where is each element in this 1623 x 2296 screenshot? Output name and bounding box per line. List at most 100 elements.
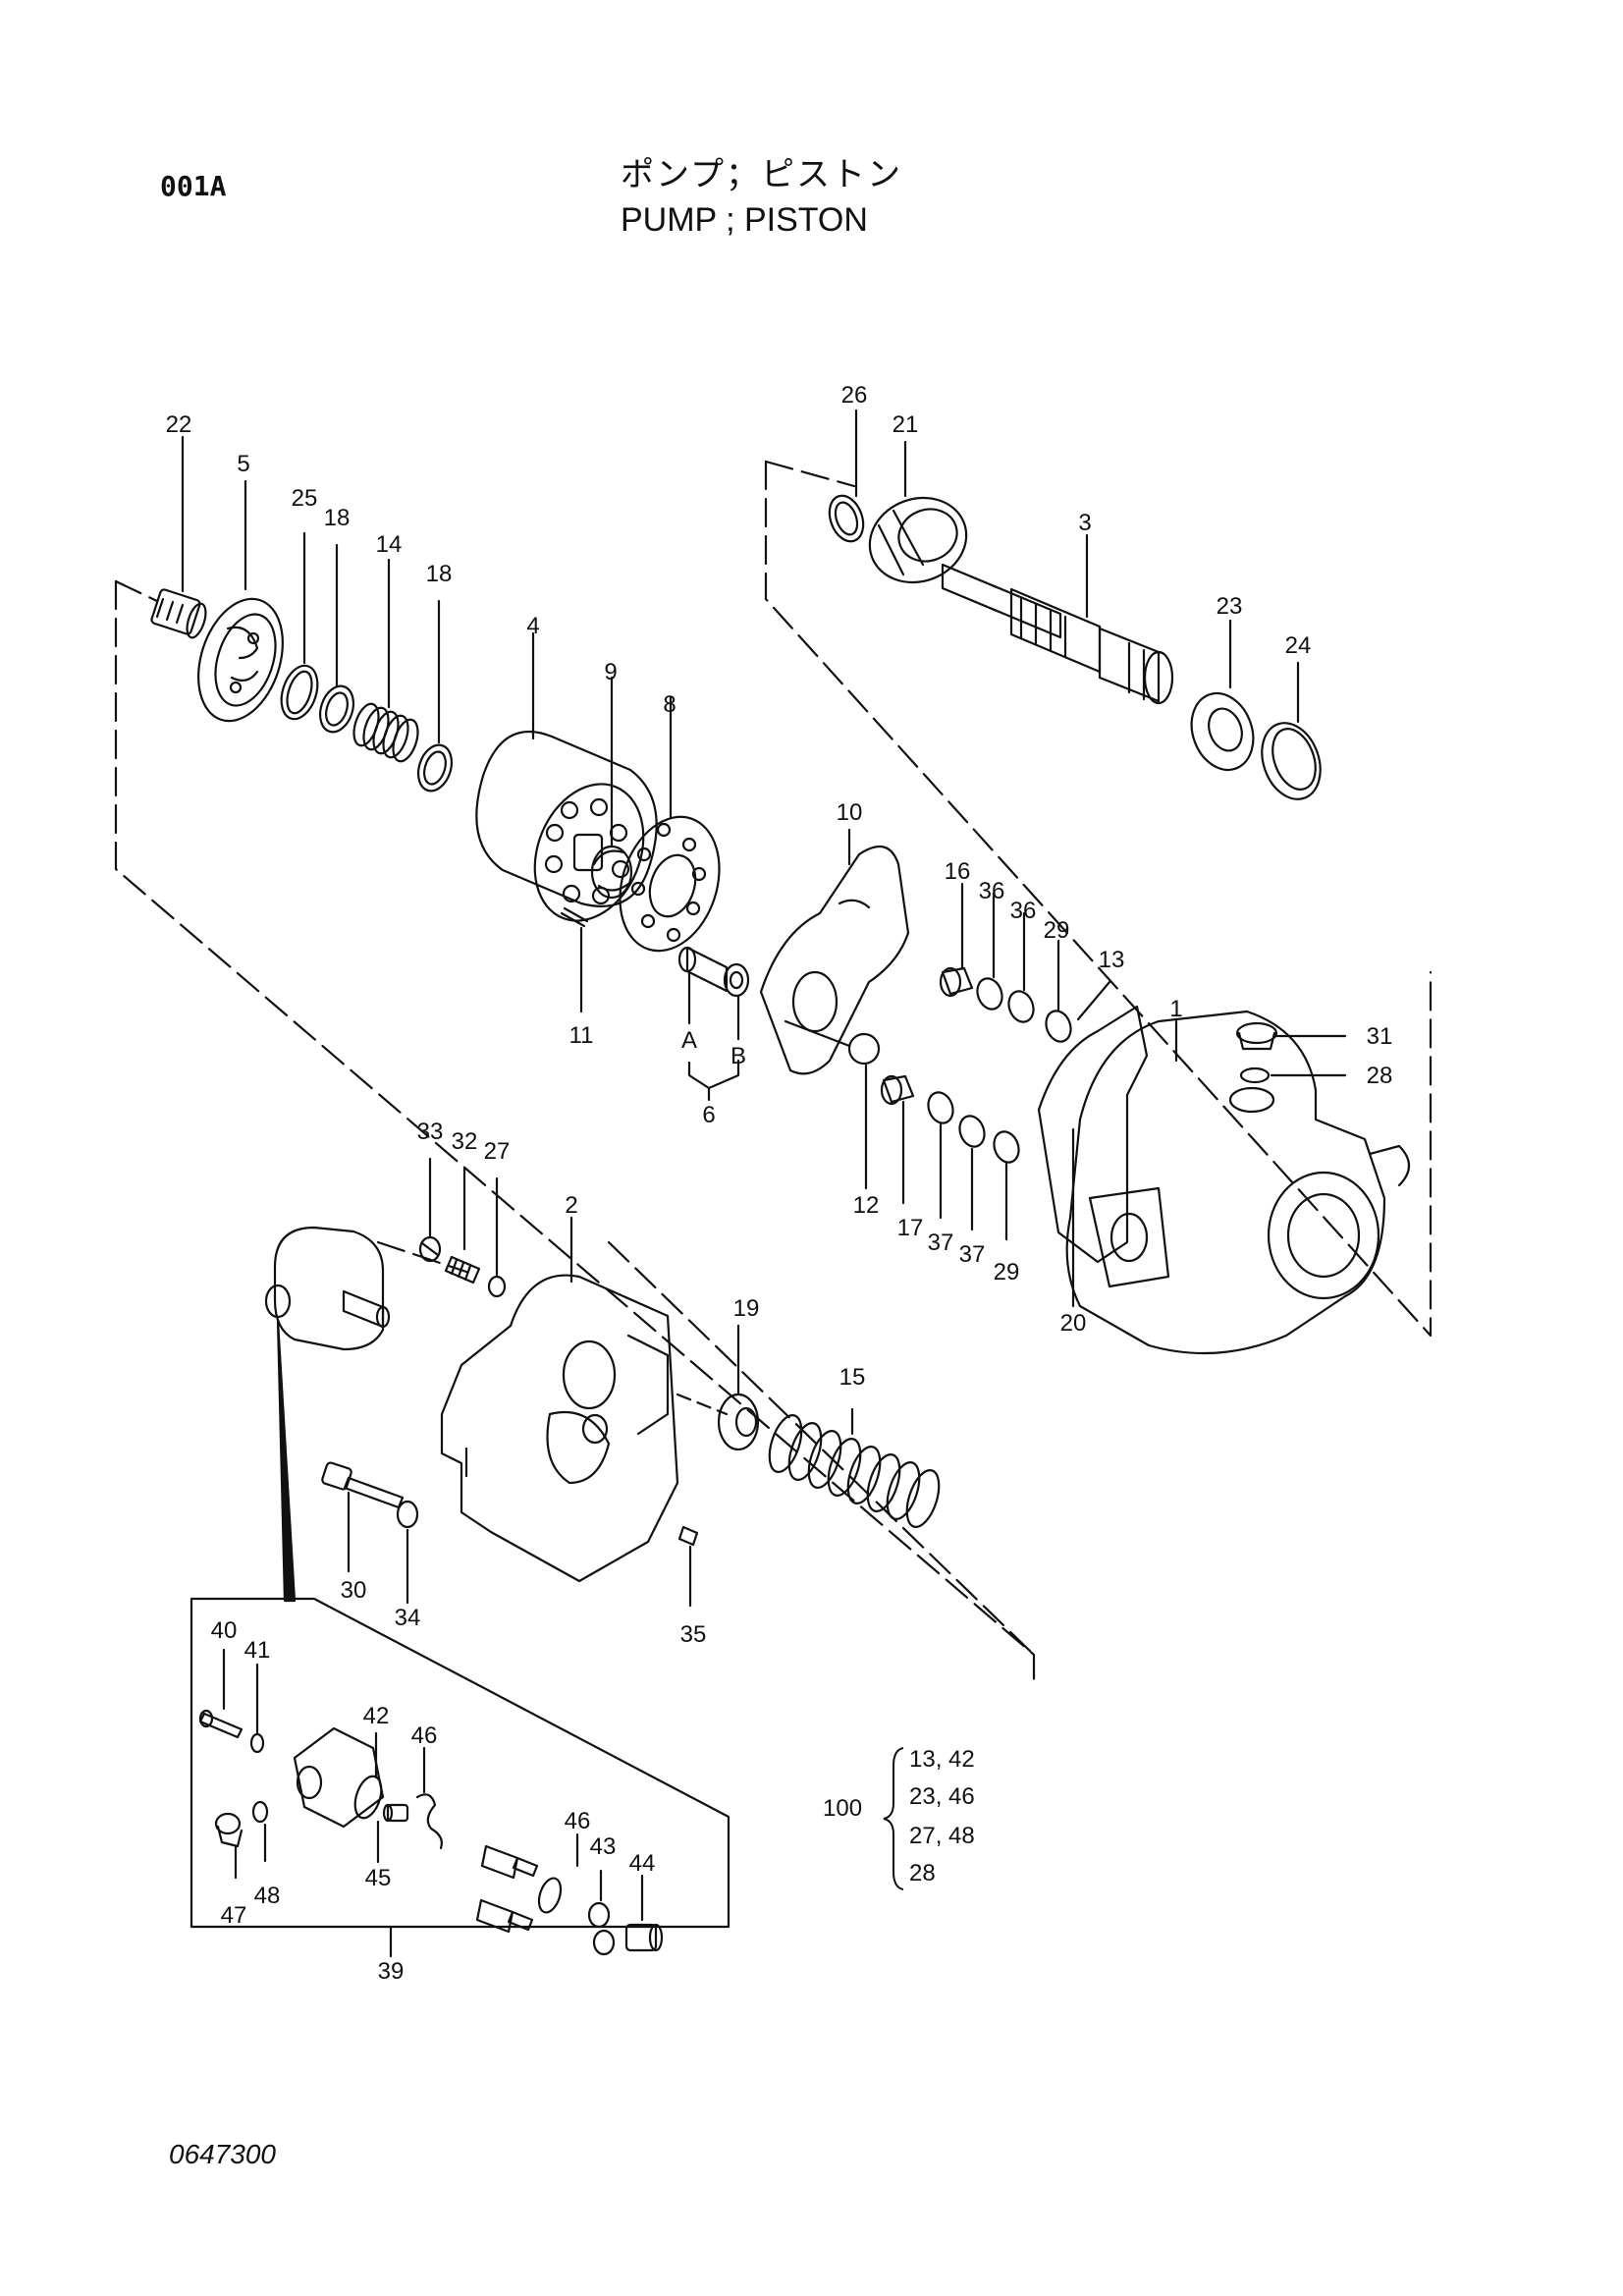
callout-12: 12 — [853, 1192, 880, 1219]
piston-shoe-6 — [677, 946, 750, 998]
valve-plate-5 — [197, 597, 284, 723]
callout-32: 32 — [452, 1128, 478, 1155]
piston-17 — [880, 1074, 915, 1106]
spring-15 — [768, 1414, 941, 1528]
callout-A: A — [681, 1027, 697, 1054]
washer-18b — [416, 743, 454, 793]
callout-36a: 36 — [979, 878, 1005, 904]
callout-36b: 36 — [1010, 898, 1037, 924]
callout-23: 23 — [1217, 593, 1243, 620]
callout-47: 47 — [221, 1902, 247, 1929]
washer-36a — [976, 977, 1003, 1011]
callout-44: 44 — [629, 1850, 656, 1877]
callout-29a: 29 — [1044, 917, 1070, 944]
washer-34 — [396, 1500, 419, 1529]
ring-29b — [993, 1130, 1020, 1164]
washer-18a — [318, 684, 355, 734]
ring-46b — [537, 1877, 563, 1914]
diagram-code: 001A — [160, 170, 227, 202]
plug-31 — [1235, 1021, 1278, 1051]
kit-brace — [883, 1747, 904, 1890]
end-cover-2 — [440, 1274, 729, 1583]
callout-11: 11 — [569, 1022, 594, 1049]
washer-37a — [927, 1091, 954, 1124]
gasket-13 — [1037, 1005, 1149, 1264]
callout-20: 20 — [1060, 1310, 1087, 1337]
callout-13: 13 — [1099, 947, 1125, 973]
callout-46a: 46 — [411, 1722, 438, 1749]
ring-29a — [1045, 1010, 1072, 1043]
washer-41 — [249, 1732, 265, 1754]
callout-40: 40 — [211, 1617, 238, 1644]
spherical-bush-9 — [590, 845, 633, 900]
callout-29b: 29 — [994, 1259, 1020, 1285]
cylinder-block-4 — [475, 730, 658, 922]
assembly-boundary-upper — [114, 579, 1036, 1681]
callout-B: B — [730, 1043, 746, 1069]
regulator-subassembly-box — [189, 1597, 730, 1929]
callout-16: 16 — [945, 858, 971, 885]
ring-46a — [415, 1793, 443, 1850]
steel-ball-12 — [847, 1032, 881, 1066]
callout-27: 27 — [484, 1138, 511, 1165]
callout-18a: 18 — [324, 505, 351, 531]
callout-41: 41 — [244, 1637, 271, 1664]
callout-25: 25 — [292, 485, 318, 512]
needle-bearing-22 — [150, 588, 207, 639]
plug-47 — [214, 1812, 243, 1848]
ball-bearing-21 — [868, 496, 968, 584]
callout-21: 21 — [893, 411, 919, 438]
snap-ring-25 — [280, 664, 319, 721]
drive-shaft-3 — [941, 563, 1174, 705]
callout-37a: 37 — [928, 1230, 954, 1256]
pin-35 — [677, 1525, 699, 1547]
callout-37b: 37 — [959, 1241, 986, 1268]
callout-19: 19 — [733, 1295, 760, 1322]
callout-1: 1 — [1169, 996, 1182, 1022]
cover-block — [293, 1726, 385, 1829]
valve-spool-b — [475, 1898, 534, 1934]
callout-18b: 18 — [426, 561, 453, 587]
callout-5: 5 — [237, 451, 249, 477]
nut-27 — [487, 1275, 507, 1298]
callout-46b: 46 — [565, 1808, 591, 1834]
o-ring-48 — [251, 1800, 269, 1824]
swash-plate-10 — [759, 845, 910, 1075]
seat-43 — [587, 1901, 616, 1956]
callout-8: 8 — [663, 691, 676, 718]
callout-43: 43 — [590, 1833, 617, 1860]
valve-spool-a — [480, 1844, 539, 1880]
regulator-housing — [264, 1226, 391, 1351]
callout-34: 34 — [395, 1605, 421, 1631]
bolt-30 — [321, 1461, 405, 1509]
sleeve-44 — [624, 1923, 664, 1952]
o-ring-28 — [1239, 1066, 1271, 1084]
callout-22: 22 — [166, 411, 192, 438]
callout-42: 42 — [363, 1703, 390, 1729]
kit-row-2: 23, 46 — [909, 1783, 975, 1810]
callout-30: 30 — [341, 1577, 367, 1604]
washer-36b — [1007, 990, 1035, 1023]
oil-seal-23 — [1190, 691, 1255, 772]
callout-17: 17 — [897, 1215, 924, 1241]
callout-3: 3 — [1078, 510, 1091, 536]
callout-45: 45 — [365, 1865, 392, 1891]
title-english: PUMP ; PISTON — [621, 201, 868, 239]
callout-48: 48 — [254, 1883, 281, 1909]
callout-15: 15 — [839, 1364, 866, 1391]
kit-row-3: 27, 48 — [909, 1823, 975, 1849]
snap-ring-24 — [1261, 722, 1322, 800]
retainer-plate-8 — [619, 815, 721, 953]
callout-35: 35 — [680, 1621, 707, 1648]
pump-casing-1 — [1065, 1010, 1411, 1355]
callout-24: 24 — [1285, 632, 1312, 659]
piston-16 — [939, 966, 974, 998]
callout-39: 39 — [378, 1958, 405, 1985]
callout-14: 14 — [376, 531, 403, 558]
callout-31: 31 — [1367, 1023, 1393, 1050]
title-japanese: ポンプ；ピストン — [621, 155, 902, 194]
callout-2: 2 — [565, 1192, 577, 1219]
callout-6: 6 — [702, 1102, 715, 1128]
